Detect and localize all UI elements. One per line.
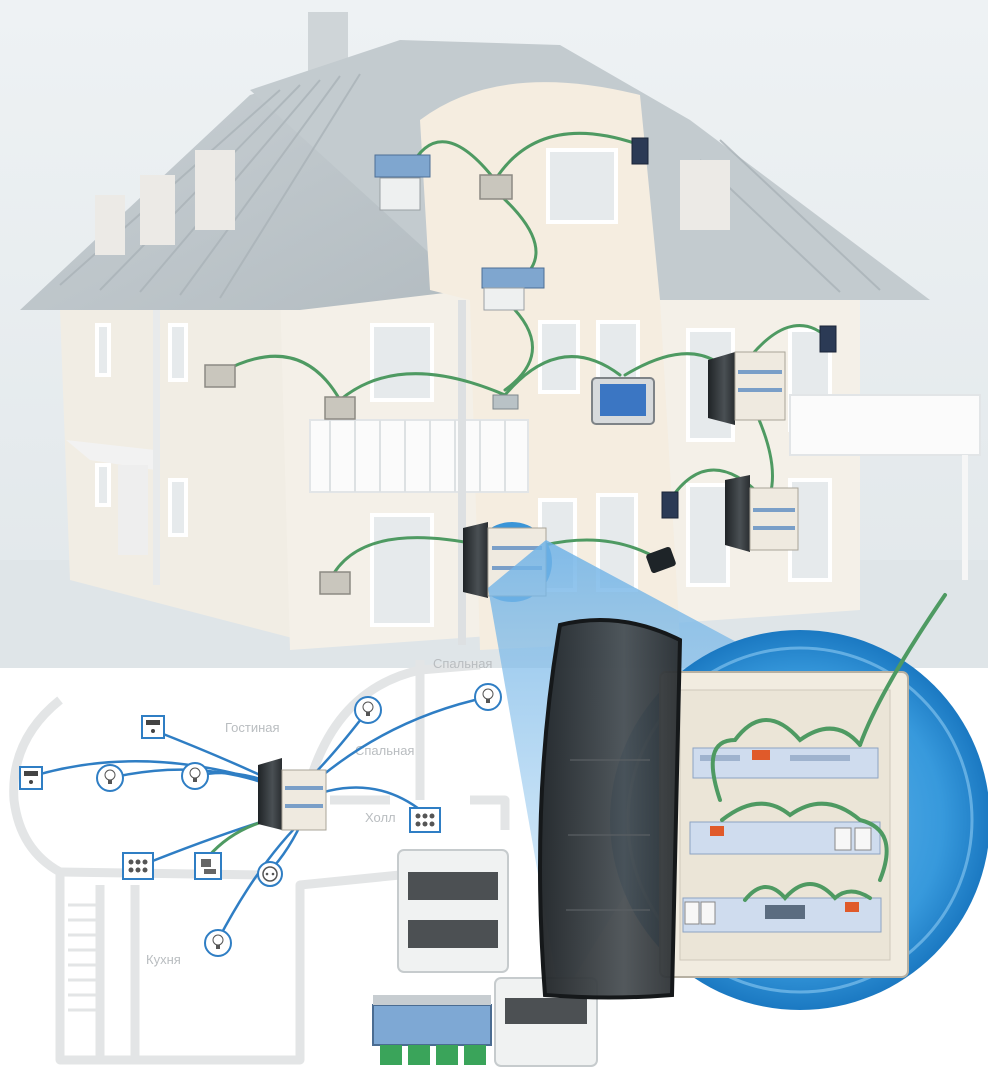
light-bulb-icon: [181, 762, 209, 790]
light-bulb-icon: [474, 683, 502, 711]
window: [686, 483, 730, 587]
window: [168, 323, 188, 382]
light-bulb-icon: [204, 929, 232, 957]
window: [95, 323, 111, 377]
product-cabinet-small: [494, 977, 598, 1067]
drain-pipe: [153, 310, 160, 585]
thermostat-icon: [819, 325, 837, 353]
drain-pipe: [458, 300, 466, 645]
porch-door: [118, 465, 148, 555]
distribution-cabinet-icon: [708, 351, 786, 425]
plan-inner-wall: [470, 795, 510, 830]
dormer: [195, 150, 235, 230]
distribution-cabinet-icon: [725, 475, 799, 552]
switch-panel-icon: [409, 807, 441, 833]
plan-inner-wall: [59, 867, 261, 880]
porch-roof: [66, 440, 155, 470]
actuator-module: [481, 267, 545, 289]
dormer: [140, 175, 175, 245]
touch-panel-screen: [600, 384, 646, 416]
cabinet-door-frame: [538, 618, 683, 1000]
plan-outer-wall: [9, 696, 401, 1065]
balcony-right: [789, 394, 981, 456]
light-bulb-icon: [96, 764, 124, 792]
product-actuator-module: [372, 995, 492, 1065]
balcony-left: [309, 419, 529, 493]
socket-icon: [257, 861, 283, 887]
cabinet-door: [540, 620, 680, 998]
sensor-icon: [492, 394, 519, 410]
house-wiring: [220, 131, 832, 582]
distribution-cabinet-icon: [379, 177, 421, 211]
distribution-cabinet-icon: [258, 758, 327, 831]
plan-icons: [19, 683, 502, 957]
switch-panel-icon: [479, 174, 513, 200]
din-rail-1: [692, 747, 879, 779]
window: [95, 463, 111, 507]
din-rail-3: [682, 897, 882, 933]
window: [168, 478, 188, 537]
din-rail-2: [689, 821, 881, 855]
sensor-icon: [646, 547, 676, 573]
room-label-bedroom-1: Спальная: [433, 656, 492, 671]
dormer: [680, 160, 730, 230]
switch-panel-icon: [122, 852, 154, 880]
plan-stairs: [68, 903, 98, 1012]
distribution-cabinet-icon: [483, 287, 525, 311]
actuator-module: [374, 154, 431, 178]
switch-panel-icon: [324, 396, 356, 420]
distribution-cabinet-zoomed: [538, 593, 947, 1000]
room-label-living-room: Гостиная: [225, 720, 280, 735]
product-cabinet-large: [397, 849, 509, 973]
room-label-bedroom-2: Спальная: [355, 743, 414, 758]
thermostat-icon: [661, 491, 679, 519]
window: [370, 323, 434, 402]
dormer: [95, 195, 125, 255]
house-devices: [204, 137, 837, 602]
plan-round-wall: [300, 660, 481, 801]
thermostat-icon: [631, 137, 649, 165]
roller-shutter-icon: [19, 766, 43, 790]
roller-shutter-icon: [141, 715, 165, 739]
window: [370, 513, 434, 627]
switch-panel-icon: [319, 571, 351, 595]
switch-panel-icon: [204, 364, 236, 388]
room-label-kitchen: Кухня: [146, 952, 181, 967]
light-bulb-icon: [354, 696, 382, 724]
balcony-post: [962, 455, 968, 580]
window: [546, 148, 618, 224]
room-label-hall: Холл: [365, 810, 396, 825]
thermostat-icon: [194, 852, 222, 880]
